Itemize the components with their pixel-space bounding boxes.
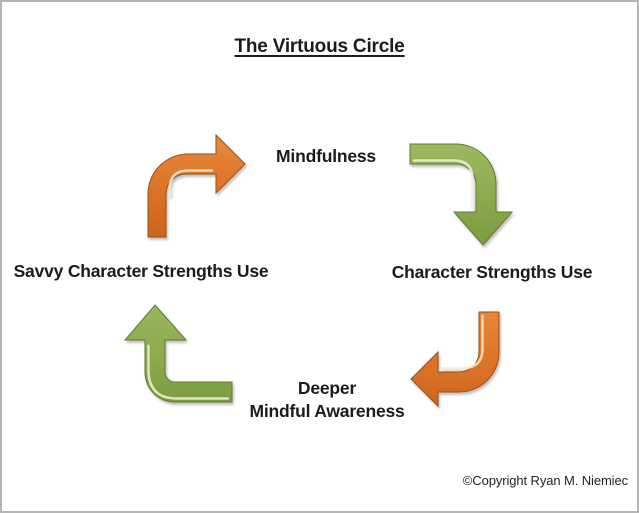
cycle-node-deeper-line2: Mindful Awareness [249,401,405,421]
arrow-down-left-icon [410,311,500,408]
arrow-right-down-icon [409,143,514,246]
cycle-node-savvy-character-strengths-use: Savvy Character Strengths Use [13,261,269,281]
cycle-node-mindfulness: Mindfulness [276,146,376,166]
cycle-node-character-strengths-use: Character Strengths Use [391,262,593,282]
copyright-text: ©Copyright Ryan M. Niemiec [462,473,628,488]
cycle-node-deeper-mindful-awareness: Deeper Mindful Awareness [249,377,404,423]
cycle-node-deeper-line1: Deeper [297,378,357,398]
arrow-up-right-icon [147,133,246,238]
page-title: The Virtuous Circle [234,36,405,57]
arrow-left-up-icon [123,304,233,403]
